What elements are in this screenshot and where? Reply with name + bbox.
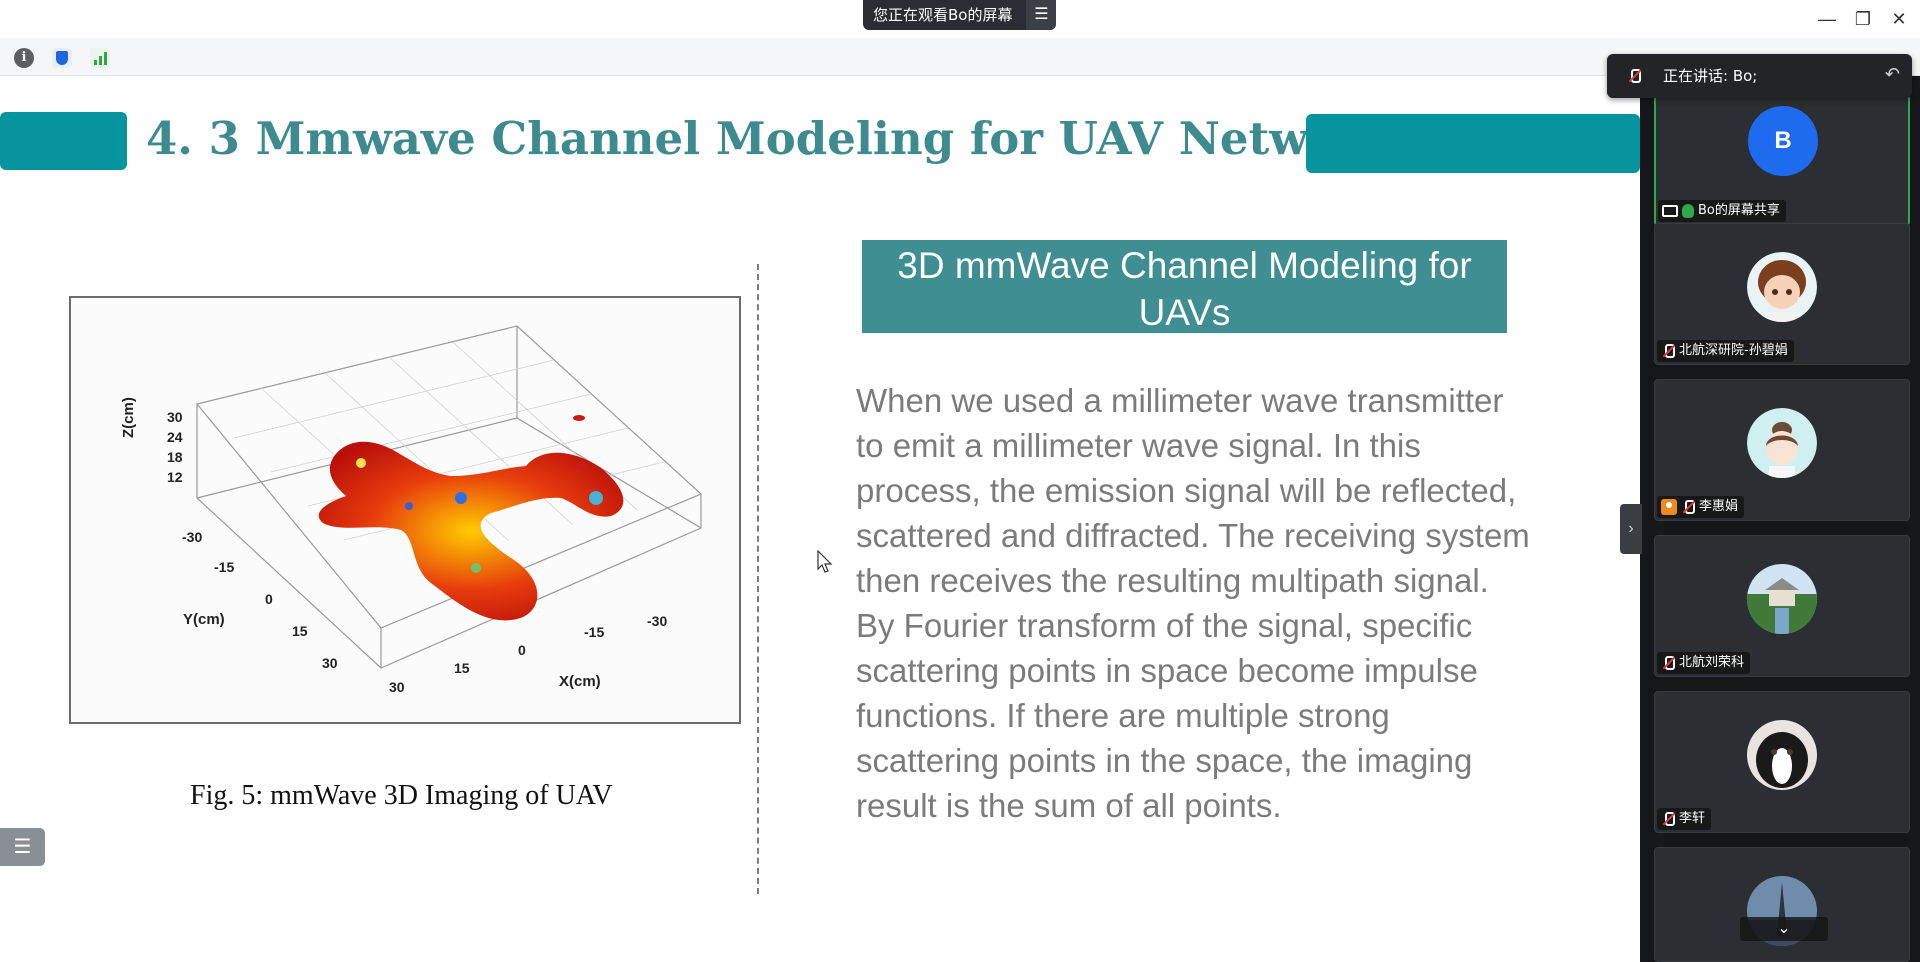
outline-list-icon[interactable]: ☰: [0, 828, 45, 866]
participant-tile[interactable]: 李惠娟: [1654, 379, 1910, 521]
participant-tile[interactable]: 李轩: [1654, 691, 1910, 833]
y-axis-label: Y(cm): [183, 611, 225, 628]
participant-nameplate: 李惠娟: [1657, 496, 1745, 518]
participant-tile[interactable]: 北航刘荣科: [1654, 535, 1910, 677]
mouse-cursor-icon: [817, 550, 833, 573]
avatar: B: [1748, 106, 1818, 176]
section-heading: 3D mmWave Channel Modeling for UAVs: [862, 240, 1507, 333]
signal-icon[interactable]: [90, 48, 110, 68]
participant-nameplate: Bo的屏幕共享: [1658, 200, 1786, 222]
avatar: [1747, 720, 1817, 790]
person-icon: [1661, 499, 1677, 515]
mic-muted-icon: [1661, 812, 1675, 826]
mic-muted-icon: [1661, 344, 1675, 358]
minimize-icon[interactable]: —: [1818, 9, 1836, 29]
title-accent-right: [1306, 114, 1640, 173]
uav-3d-image-figure: Z(cm) 30 24 18 12 -30 -15 0 15 30 Y(cm) …: [69, 296, 741, 724]
participant-tile[interactable]: 北航深研院-孙碧娟: [1654, 223, 1910, 365]
z-axis-label: Z(cm): [120, 397, 137, 438]
participant-name: 北航深研院-孙碧娟: [1679, 343, 1788, 358]
participant-name: 李轩: [1679, 811, 1706, 826]
slide-body-text: When we used a millimeter wave transmitt…: [856, 382, 1530, 824]
y-tick: -15: [214, 559, 234, 575]
participant-name: Bo的屏幕共享: [1698, 203, 1780, 218]
screen-share-icon: [1662, 205, 1678, 217]
x-tick: 15: [454, 660, 470, 676]
restore-icon[interactable]: ❐: [1854, 9, 1872, 29]
chevron-down-icon[interactable]: ⌄: [1740, 917, 1828, 941]
speaking-indicator: 正在讲话: Bo; ↶: [1607, 54, 1912, 98]
uav-reflection-cloud: [318, 415, 624, 621]
mic-muted-icon: [1681, 500, 1695, 514]
avatar: [1747, 408, 1817, 478]
mic-muted-icon: [1661, 656, 1675, 670]
x-axis-label: X(cm): [559, 673, 601, 690]
y-tick: -30: [182, 529, 202, 545]
z-tick: 30: [167, 409, 183, 425]
mic-muted-icon: [1627, 69, 1641, 83]
shared-slide: 4. 3 Mmwave Channel Modeling for UAV Net…: [0, 76, 1640, 962]
shield-icon[interactable]: [52, 48, 72, 68]
info-icon[interactable]: i: [14, 48, 34, 68]
screen-share-indicator[interactable]: 您正在观看Bo的屏幕 ☰: [863, 0, 1057, 30]
participant-tile[interactable]: [1654, 847, 1910, 962]
list-menu-icon[interactable]: ☰: [1026, 0, 1057, 30]
x-tick: -30: [647, 613, 667, 629]
participant-tile[interactable]: B Bo的屏幕共享: [1654, 94, 1910, 226]
y-tick: 15: [292, 623, 308, 639]
column-divider: [757, 264, 759, 894]
z-tick: 18: [167, 449, 183, 465]
meeting-toolbar: i: [0, 38, 1920, 76]
participant-name: 北航刘荣科: [1679, 655, 1745, 670]
participant-panel: B Bo的屏幕共享 北航深研院-孙碧娟 李惠娟 北航刘: [1640, 76, 1920, 962]
chevron-right-icon[interactable]: ›: [1620, 504, 1642, 554]
z-tick: 12: [167, 469, 183, 485]
avatar: [1747, 252, 1817, 322]
participant-nameplate: 李轩: [1657, 808, 1712, 830]
close-icon[interactable]: ✕: [1891, 9, 1907, 29]
speaking-label: 正在讲话: Bo;: [1663, 67, 1758, 85]
window-titlebar: 您正在观看Bo的屏幕 ☰ — ❐ ✕: [0, 0, 1920, 38]
title-accent-left: [0, 112, 127, 170]
reply-arrow-icon[interactable]: ↶: [1884, 64, 1900, 85]
y-tick: 0: [265, 591, 273, 607]
y-tick: 30: [322, 655, 338, 671]
avatar: [1747, 564, 1817, 634]
figure-caption: Fig. 5: mmWave 3D Imaging of UAV: [190, 780, 613, 811]
plot-box: [195, 325, 703, 669]
participant-nameplate: 北航深研院-孙碧娟: [1657, 340, 1794, 362]
uav-3d-plot: Z(cm) 30 24 18 12 -30 -15 0 15 30 Y(cm) …: [120, 325, 703, 695]
slide-title: 4. 3 Mmwave Channel Modeling for UAV Net…: [146, 112, 1419, 165]
participant-name: 李惠娟: [1699, 499, 1739, 514]
x-tick: 30: [389, 679, 405, 695]
z-tick: 24: [167, 429, 183, 445]
x-tick: -15: [584, 624, 604, 640]
x-tick: 0: [518, 642, 526, 658]
mic-on-icon: [1682, 204, 1694, 218]
share-status-label: 您正在观看Bo的屏幕: [873, 6, 1013, 24]
participant-nameplate: 北航刘荣科: [1657, 652, 1751, 674]
